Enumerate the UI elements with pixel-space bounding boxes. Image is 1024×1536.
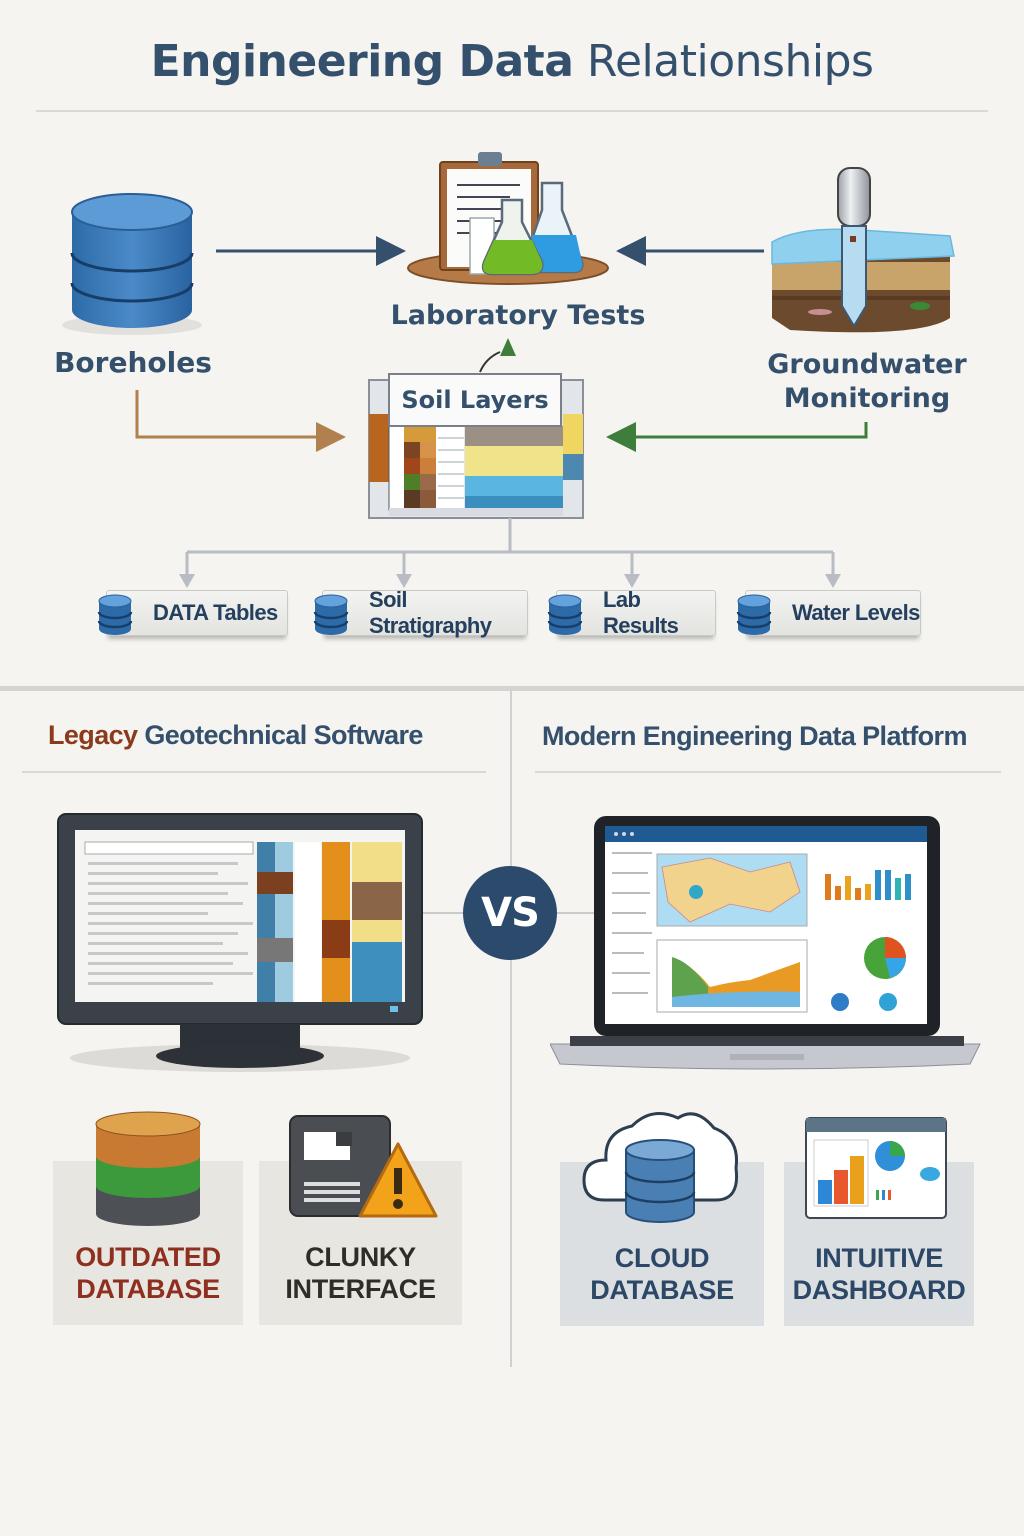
database-icon [547,594,583,635]
node-soil-layers: Soil Layers [401,386,549,414]
legacy-divider [22,771,486,773]
legacy-heading-rest: Geotechnical Software [144,720,423,750]
vs-badge: VS [463,866,557,960]
output-water-levels: Water Levels [736,590,921,636]
modern-heading: Modern Engineering Data Platform [542,721,967,751]
modern-laptop-dashboard-icon [550,816,981,1070]
groundwater-line-2: Monitoring [783,383,951,414]
soil-layers-icon [368,373,584,519]
database-icon [736,594,772,635]
title-light: Relationships [586,36,874,87]
title-divider [36,110,988,112]
node-groundwater-monitoring: Groundwater Monitoring [760,348,974,416]
boreholes-database-icon [62,193,202,335]
output-lab-results: Lab Results [547,587,716,638]
intuitive-dashboard-icon [805,1117,947,1219]
output-data-tables: DATA Tables [97,590,288,636]
node-laboratory-tests: Laboratory Tests [390,300,646,331]
clunky-interface-warning-icon [289,1115,438,1218]
output-label: Water Levels [792,600,920,625]
modern-divider [535,771,1001,773]
output-label: Soil Stratigraphy [369,587,492,638]
page-title: Engineering Data Relationships [0,36,1024,87]
output-soil-stratigraphy: Soil Stratigraphy [313,587,528,638]
vertical-divider [510,691,512,1367]
database-icon [97,594,133,635]
database-icon [313,594,349,635]
legacy-desktop-monitor-icon [57,813,423,1072]
legacy-heading: Legacy Geotechnical Software [48,720,423,751]
outdated-database-icon [95,1111,201,1226]
node-boreholes: Boreholes [54,346,212,379]
title-bold: Engineering Data [150,36,574,87]
output-label: DATA Tables [153,600,278,625]
cloud-database-icon [582,1112,739,1223]
relationship-diagram [62,152,955,588]
output-label: Lab Results [603,587,679,638]
groundwater-line-1: Groundwater [767,349,967,380]
groundwater-well-icon [771,167,955,333]
section-divider [0,686,1024,691]
laboratory-icon [407,152,609,285]
legacy-heading-accent: Legacy [48,720,138,750]
